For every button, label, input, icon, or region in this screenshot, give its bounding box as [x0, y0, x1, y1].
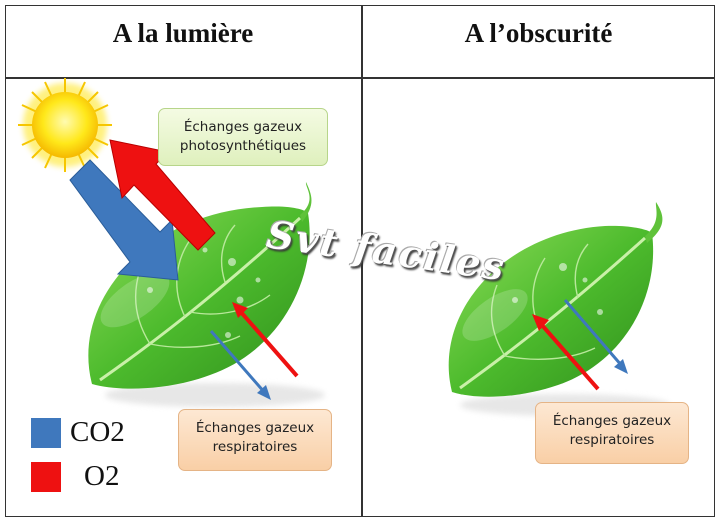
light-panel-title: A la lumière: [112, 18, 254, 48]
resp-left-line-1: Échanges gazeux: [195, 420, 315, 436]
o2-legend-label: O2: [84, 460, 120, 492]
photosynthesis-exchange-label: Échanges gazeux photosynthétiques: [158, 108, 328, 166]
left-o2-in-arrow: [232, 302, 299, 378]
right-o2-in-arrow: [532, 314, 600, 391]
respiration-exchange-label-left: Échanges gazeux respiratoires: [178, 409, 332, 471]
o2-legend-swatch: [31, 462, 61, 492]
sun-icon: [18, 78, 112, 172]
right-co2-out-arrow: [563, 299, 628, 374]
resp-right-line-1: Échanges gazeux: [552, 413, 672, 429]
header-divider: [5, 77, 715, 79]
column-divider: [361, 5, 363, 517]
co2-in-arrow: [69, 159, 179, 281]
co2-legend-label: CO2: [70, 416, 125, 448]
left-co2-out-arrow: [209, 330, 271, 400]
co2-legend-swatch: [31, 418, 61, 448]
leaf-dark-icon: [448, 202, 670, 416]
resp-right-line-2: respiratoires: [569, 432, 655, 448]
dark-panel-title: A l’obscurité: [464, 18, 613, 48]
resp-left-line-2: respiratoires: [212, 439, 298, 455]
respiration-exchange-label-right: Échanges gazeux respiratoires: [535, 402, 689, 464]
table-frame: [5, 5, 715, 517]
photo-line-2: photosynthétiques: [179, 138, 307, 154]
photo-line-1: Échanges gazeux: [183, 119, 303, 135]
